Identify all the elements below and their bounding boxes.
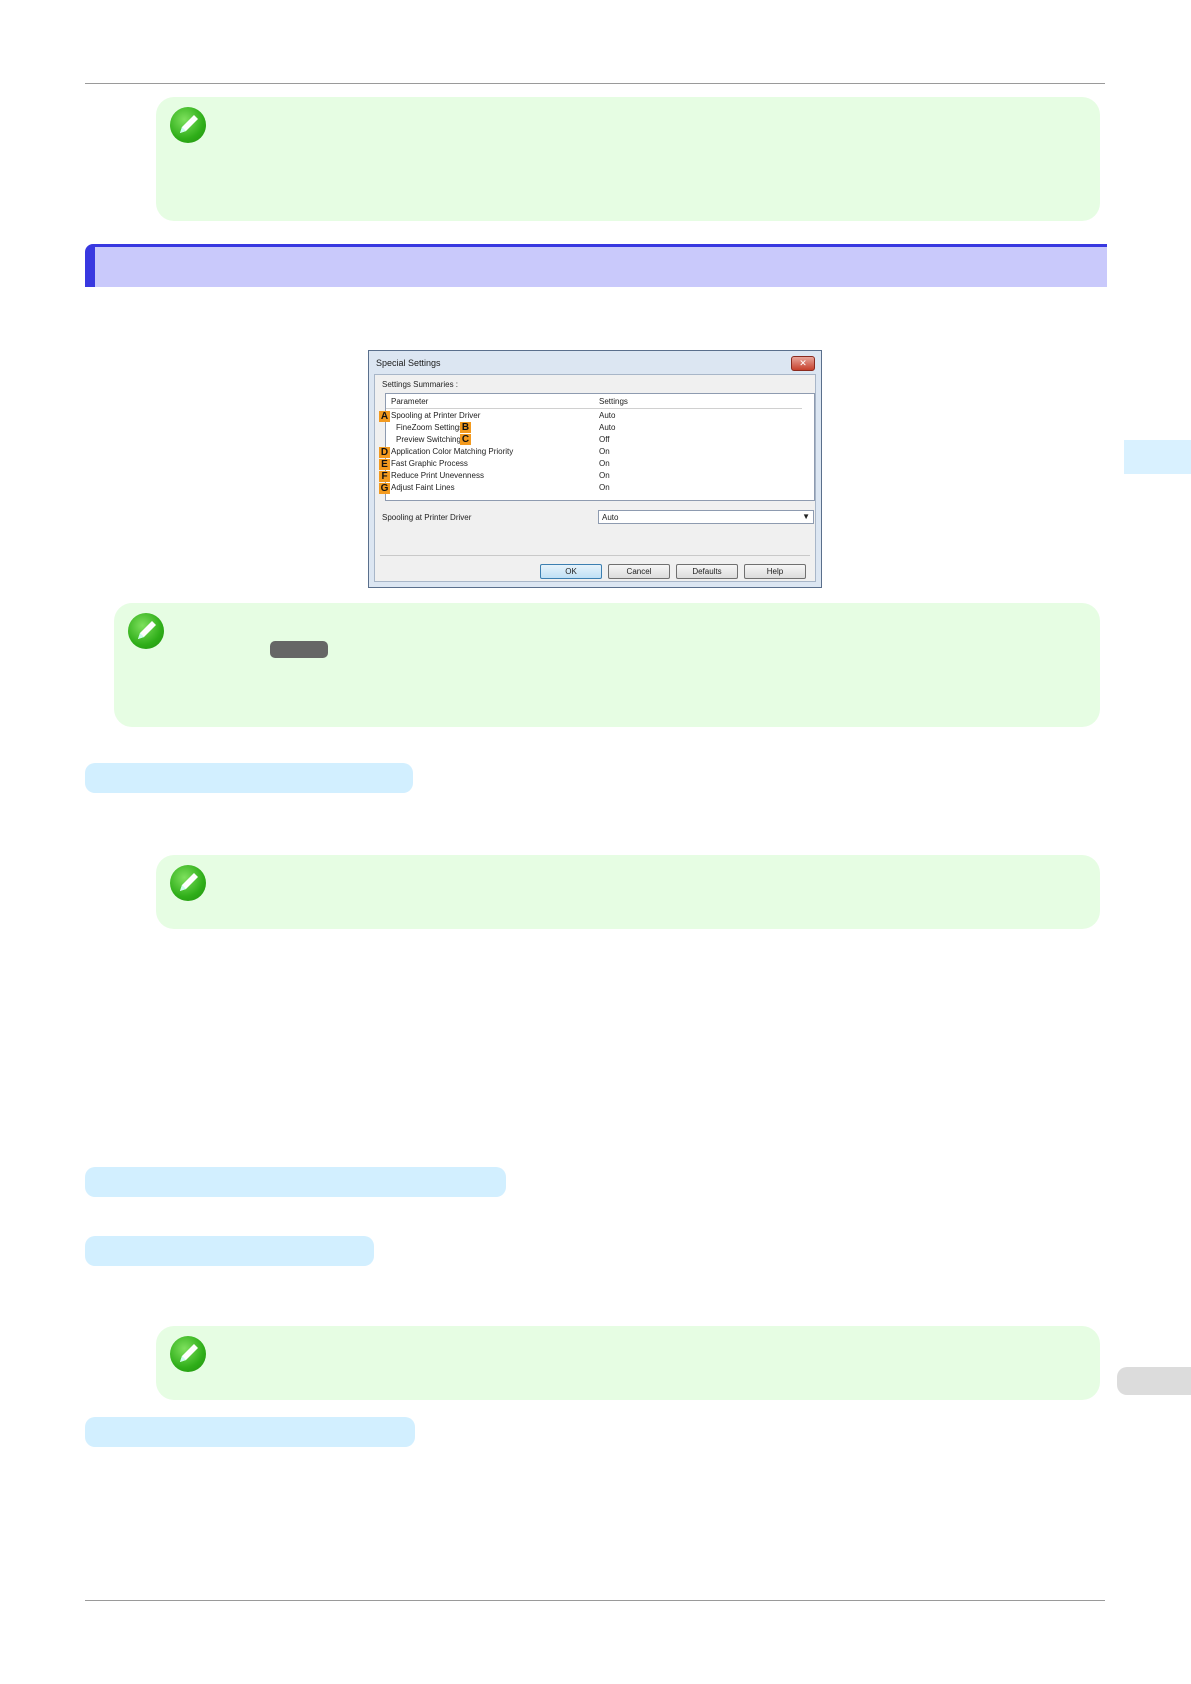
list-item[interactable]: A Spooling at Printer Driver Auto — [379, 411, 786, 423]
subsection-bar — [85, 1417, 415, 1447]
note-box — [156, 855, 1100, 929]
list-item[interactable]: E Fast Graphic Process On — [379, 459, 786, 471]
param-name: Spooling at Printer Driver — [391, 411, 481, 420]
pencil-note-icon — [128, 613, 164, 649]
subsection-bar — [85, 1236, 374, 1266]
pencil-note-icon — [170, 107, 206, 143]
list-item[interactable]: F Reduce Print Unevenness On — [379, 471, 786, 483]
index-side-tab[interactable] — [1117, 1367, 1191, 1395]
callout-marker: G — [379, 483, 390, 494]
subsection-bar — [85, 763, 413, 793]
key-badge — [270, 641, 328, 658]
param-name: Reduce Print Unevenness — [391, 471, 484, 480]
param-name: Preview Switching — [396, 435, 461, 444]
header-rule — [85, 83, 1105, 84]
chapter-side-tab[interactable] — [1124, 440, 1191, 474]
list-item[interactable]: G Adjust Faint Lines On — [379, 483, 786, 495]
param-value: Auto — [599, 423, 616, 432]
note-box — [114, 603, 1100, 727]
list-header: Parameter Settings — [386, 394, 802, 409]
param-value: On — [599, 447, 610, 456]
section-heading-bar — [85, 244, 1107, 287]
callout-marker: A — [379, 411, 390, 422]
param-name: FineZoom Settings — [396, 423, 464, 432]
help-button[interactable]: Help — [744, 564, 806, 579]
callout-marker: E — [379, 459, 390, 470]
callout-marker: C — [460, 434, 471, 445]
select-value: Auto — [602, 513, 619, 522]
close-icon[interactable]: ✕ — [791, 356, 815, 371]
param-value: Auto — [599, 411, 616, 420]
param-value: On — [599, 471, 610, 480]
callout-marker: F — [379, 471, 390, 482]
callout-marker: B — [460, 422, 471, 433]
column-parameter: Parameter — [391, 397, 429, 406]
pencil-note-icon — [170, 865, 206, 901]
note-box — [156, 97, 1100, 221]
pencil-note-icon — [170, 1336, 206, 1372]
list-item[interactable]: FineZoom Settings B Auto — [386, 422, 786, 435]
note-box — [156, 1326, 1100, 1400]
defaults-button[interactable]: Defaults — [676, 564, 738, 579]
param-value: Off — [599, 435, 610, 444]
param-name: Adjust Faint Lines — [391, 483, 455, 492]
callout-marker: D — [379, 447, 390, 458]
cancel-button[interactable]: Cancel — [608, 564, 670, 579]
subsection-bar — [85, 1167, 506, 1197]
ok-button[interactable]: OK — [540, 564, 602, 579]
param-name: Application Color Matching Priority — [391, 447, 514, 456]
chevron-down-icon: ▼ — [802, 512, 810, 521]
param-value: On — [599, 483, 610, 492]
dialog-divider — [380, 555, 810, 556]
dialog-title: Special Settings — [376, 358, 441, 368]
list-item[interactable]: D Application Color Matching Priority On — [379, 447, 786, 459]
dialog-body: Settings Summaries : Parameter Settings … — [374, 374, 816, 582]
special-settings-dialog: Special Settings ✕ Settings Summaries : … — [368, 350, 822, 588]
spooling-field-label: Spooling at Printer Driver — [382, 513, 472, 522]
param-name: Fast Graphic Process — [391, 459, 468, 468]
param-value: On — [599, 459, 610, 468]
list-item[interactable]: Preview Switching C Off — [386, 434, 786, 447]
column-settings: Settings — [599, 397, 628, 406]
settings-summary-list[interactable]: Parameter Settings A Spooling at Printer… — [379, 393, 815, 501]
settings-summaries-label: Settings Summaries : — [382, 380, 459, 389]
spooling-select[interactable]: Auto ▼ — [598, 510, 814, 524]
footer-rule — [85, 1600, 1105, 1601]
